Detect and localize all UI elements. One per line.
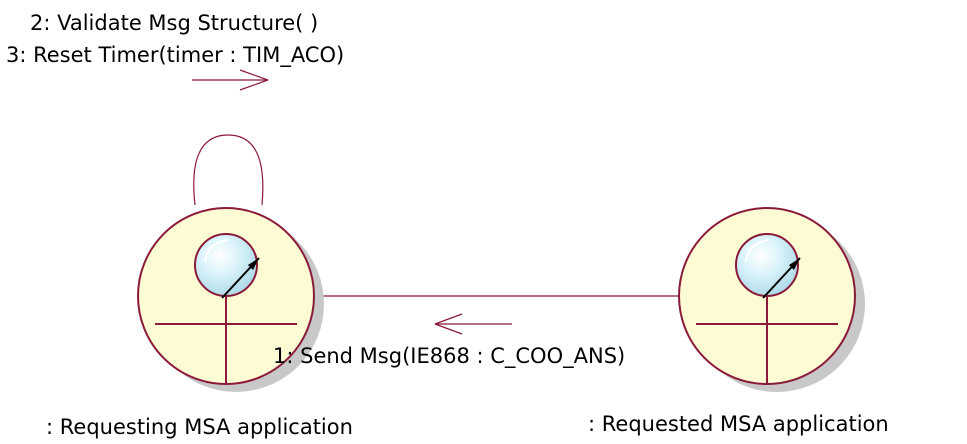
requested-object-label: : Requested MSA application [588,412,889,436]
self-message-arrow [192,69,269,91]
controller-object-icon [696,233,838,384]
requesting-msa-application-object[interactable] [137,207,324,392]
self-message-label-3: 3: Reset Timer(timer : TIM_ACO) [6,43,344,68]
requesting-object-label: : Requesting MSA application [46,415,353,439]
controller-object-icon [155,233,297,384]
requested-msa-application-object[interactable] [678,207,865,392]
link-message-label-1: 1: Send Msg(IE868 : C_COO_ANS) [273,344,625,369]
self-link-loop [193,134,264,206]
self-message-label-2: 2: Validate Msg Structure( ) [30,11,318,35]
link-message-arrow [434,313,512,335]
